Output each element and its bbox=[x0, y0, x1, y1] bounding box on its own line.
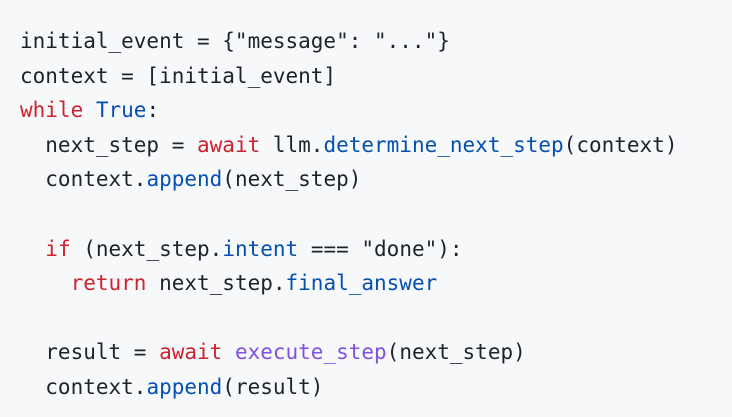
code-line: context = [initial_event] bbox=[20, 59, 732, 94]
code-line: if (next_step.intent === "done"): bbox=[20, 232, 732, 267]
code-token: append bbox=[146, 167, 223, 192]
code-line: result = await execute_step(next_step) bbox=[20, 335, 732, 370]
code-token: initial_event = {"message": "..."} bbox=[20, 29, 450, 53]
code-token: intent bbox=[222, 236, 299, 261]
code-token: append bbox=[146, 374, 223, 399]
code-token bbox=[83, 98, 96, 122]
code-token: next_step. bbox=[146, 271, 286, 296]
code-token: (next_step) bbox=[222, 167, 362, 192]
code-token: llm. bbox=[260, 132, 324, 157]
code-token: (next_step) bbox=[386, 340, 526, 365]
code-line: context.append(result) bbox=[20, 370, 732, 405]
code-token bbox=[20, 237, 45, 261]
code-token: context. bbox=[20, 167, 147, 192]
code-token: === "done"): bbox=[298, 236, 463, 261]
code-token: await bbox=[159, 340, 223, 365]
code-token: result = bbox=[20, 340, 160, 365]
code-line: context.append(next_step) bbox=[20, 162, 732, 197]
code-token: while bbox=[20, 98, 84, 123]
code-line: next_step = await llm.determine_next_ste… bbox=[20, 128, 732, 163]
code-token: context = [initial_event] bbox=[20, 63, 337, 88]
code-line: initial_event = {"message": "..."} bbox=[20, 24, 732, 59]
code-token: determine_next_step bbox=[323, 132, 564, 157]
code-token: (next_step. bbox=[70, 236, 223, 261]
code-token: True bbox=[95, 98, 147, 123]
code-token: return bbox=[70, 271, 147, 296]
code-line: while True: bbox=[20, 93, 732, 128]
code-token: : bbox=[146, 98, 160, 123]
code-line bbox=[20, 197, 732, 232]
code-line bbox=[20, 301, 732, 336]
code-token: next_step = bbox=[20, 132, 198, 157]
code-token: (context) bbox=[563, 132, 678, 157]
code-token: context. bbox=[20, 374, 147, 399]
code-token bbox=[20, 271, 71, 295]
code-line: return next_step.final_answer bbox=[20, 266, 732, 301]
code-token: execute_step bbox=[234, 340, 387, 365]
code-token: await bbox=[197, 132, 261, 157]
code-token: (result) bbox=[222, 374, 324, 399]
code-token: if bbox=[45, 236, 71, 261]
code-token bbox=[222, 340, 235, 364]
code-token: final_answer bbox=[285, 271, 438, 296]
